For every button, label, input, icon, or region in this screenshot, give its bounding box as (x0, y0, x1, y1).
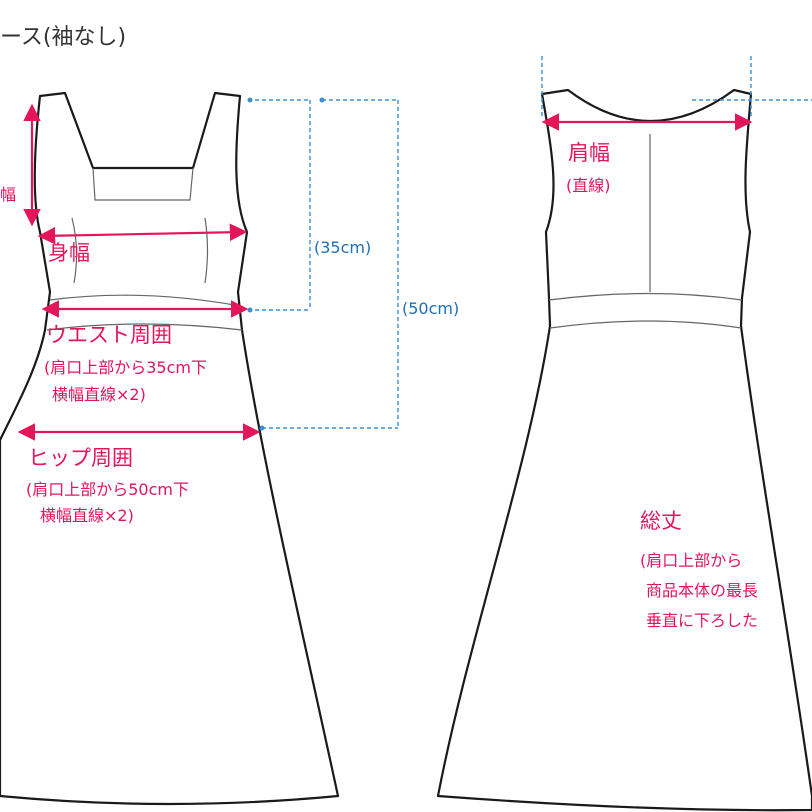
front-hip-note-2: 横幅直線×2) (40, 506, 134, 525)
front-shoulder-label: 幅 (0, 185, 16, 204)
back-length-note-1: (肩口上部から (640, 551, 742, 570)
front-neckline (92, 167, 194, 201)
diagram-title: ース(袖なし) (0, 25, 126, 50)
back-shoulder-label: 肩幅 (568, 141, 610, 165)
front-bodice-label: 身幅 (48, 241, 90, 265)
front-waist-note-1: (肩口上部から35cm下 (44, 358, 207, 377)
front-waist-note-2: 横幅直線×2) (52, 385, 146, 404)
back-length-note-3: 垂直に下ろした (646, 611, 758, 630)
front-hip-dimension: (50cm) (402, 299, 459, 318)
back-waist-seam-top (548, 292, 743, 301)
back-length-note-2: 商品本体の最長 (646, 581, 758, 600)
front-waist-seam-bottom (46, 323, 243, 331)
front-waist-dimension: (35cm) (314, 238, 371, 257)
front-view: 幅 身幅 ウエスト周囲 (肩口上部から35cm下 横幅直線×2) ヒップ周囲 (… (0, 91, 459, 806)
front-dimension-guides (247, 97, 399, 431)
front-hip-note-1: (肩口上部から50cm下 (26, 480, 189, 499)
back-dress-outline (436, 88, 812, 812)
back-length-label: 総丈 (640, 509, 682, 533)
front-dress-outline (0, 91, 340, 806)
front-waist-label: ウエスト周囲 (46, 323, 172, 347)
front-hip-label: ヒップ周囲 (28, 446, 133, 470)
back-waist-seam-bottom (549, 320, 742, 329)
back-dimension-guides (541, 56, 812, 118)
front-bodice-arrow (37, 223, 248, 245)
back-shoulder-note: (直線) (566, 176, 611, 195)
back-view: 肩幅 (直線) 総丈 (肩口上部から 商品本体の最長 垂直に下ろした (436, 56, 812, 812)
